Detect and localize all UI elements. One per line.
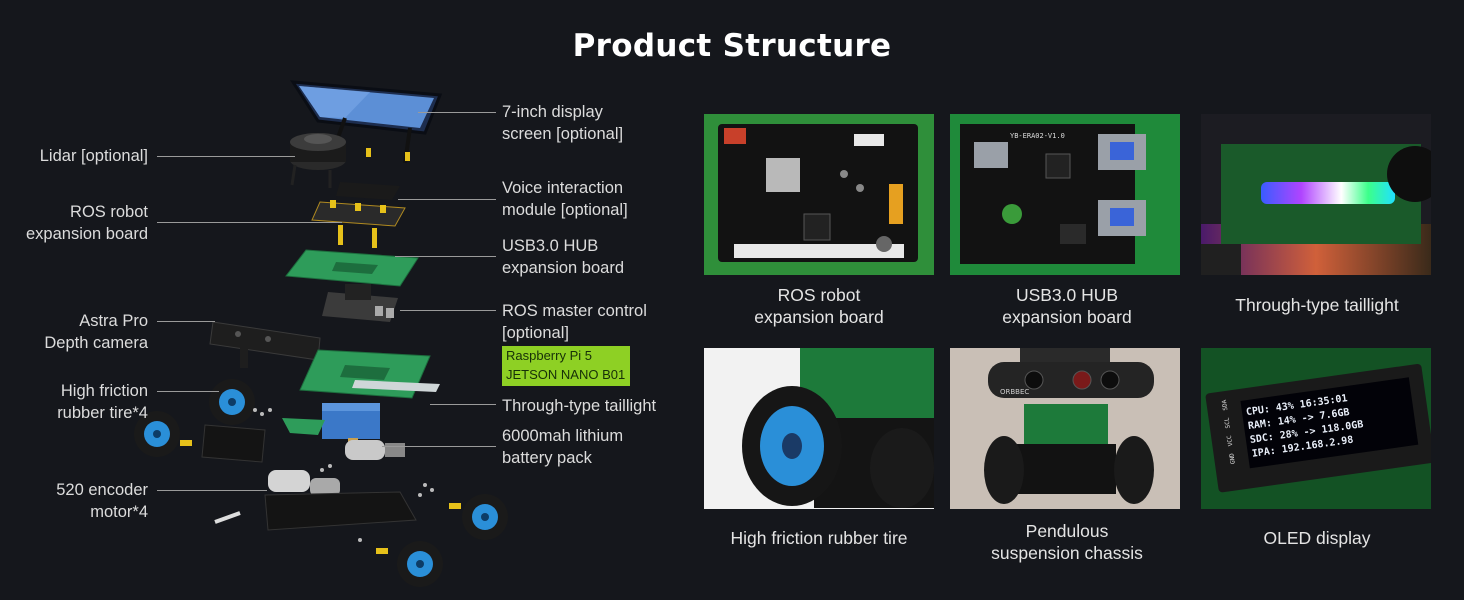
taillight-label: Through-type taillight [502,397,657,415]
photo-oled: CPU: 43% 16:35:01 RAM: 14% -> 7.6GB SDC:… [1201,348,1431,509]
exploded-diagram [0,70,680,600]
camera-brand-text: ORBBEC [1000,388,1029,396]
battery-part [322,403,380,444]
photo-taillight [1201,114,1431,275]
caption-taillight: Through-type taillight [1235,295,1399,315]
battery-label: 6000mah lithium battery pack [502,427,624,467]
voice-label: Voice interaction module [optional] [502,179,628,219]
robot-exploded-illustration [134,80,508,587]
caption-usb-hub: USB3.0 HUB expansion board [1002,285,1132,327]
master-control-label: ROS master control [optional] [502,302,647,342]
usb-hub-label: USB3.0 HUB expansion board [502,237,625,277]
usb-hub-board-text: YB-ERA02-V1.0 [1010,132,1065,140]
photo-usb-hub: YB-ERA02-V1.0 [950,114,1180,275]
oled-pin-sda: SDA [1221,399,1229,411]
caption-tire: High friction rubber tire [730,528,908,548]
photo-ros-board [704,114,934,275]
master-controller-part [322,284,398,322]
depth-camera-part [209,321,321,368]
camera-bracket [282,418,325,435]
display-label: 7-inch display screen [optional] [502,103,624,143]
oled-pin-vcc: VCC [1226,435,1234,447]
motor-label: 520 encoder motor*4 [56,481,148,521]
caption-ros-board: ROS robot expansion board [754,285,884,327]
caption-chassis: Pendulous suspension chassis [991,521,1143,563]
tire-parts [134,379,508,587]
oled-pin-scl: SCL [1223,417,1231,429]
camera-label: Astra Pro Depth camera [44,312,148,352]
oled-pin-gnd: GND [1228,452,1236,464]
tire-label: High friction rubber tire*4 [57,382,148,422]
caption-oled: OLED display [1263,528,1371,548]
lidar-label: Lidar [optional] [39,147,148,165]
voice-and-ros-board-part [311,182,406,248]
ros-board-label: ROS robot expansion board [25,203,148,243]
photo-chassis: ORBBEC [950,348,1180,509]
motors-part [268,440,405,496]
lidar-part [290,133,346,188]
photo-tire [704,348,934,509]
page-title: Product Structure [572,28,892,64]
controller-options-badge: Raspberry Pi 5 JETSON NANO B01 [502,346,630,386]
display-screen-part [290,80,443,164]
bottom-chassis [264,491,417,531]
